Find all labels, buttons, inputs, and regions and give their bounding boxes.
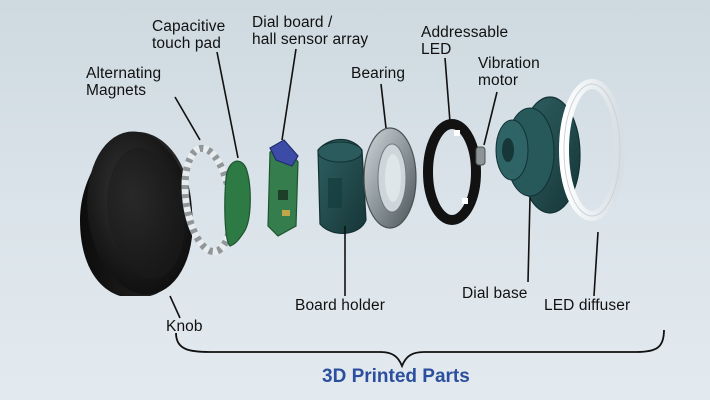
label-line: Dial board / [252, 14, 333, 31]
label-line: hall sensor array [252, 31, 369, 48]
label-line: Capacitive [152, 18, 226, 35]
label-line: touch pad [152, 35, 221, 52]
label-dial-board: Dial board / hall sensor array [252, 14, 368, 48]
label-led-diffuser: LED diffuser [544, 297, 631, 314]
label-alternating-magnets: Alternating Magnets [86, 65, 161, 99]
label-dial-base: Dial base [462, 285, 528, 302]
label-addressable-led: Addressable LED [421, 24, 508, 58]
label-knob: Knob [166, 318, 203, 335]
label-line: motor [478, 72, 519, 89]
board-holder-part [317, 138, 367, 234]
led-ring-part [423, 119, 481, 225]
label-line: Addressable [421, 24, 509, 41]
touch-pad-part [224, 160, 251, 247]
label-bearing: Bearing [351, 65, 406, 82]
label-line: Vibration [478, 55, 540, 72]
group-label-3d-printed-parts: 3D Printed Parts [322, 366, 470, 387]
label-line: Alternating [86, 65, 162, 82]
vibration-motor-part [475, 146, 486, 166]
label-capacitive-touch-pad: Capacitive touch pad [152, 18, 225, 52]
leader-lines [169, 48, 599, 319]
group-bracket [175, 329, 665, 369]
knob-part [80, 131, 193, 296]
label-line: Magnets [86, 82, 147, 99]
bearing-part [363, 127, 417, 229]
label-line: LED [421, 41, 452, 58]
led-diffuser-part [559, 79, 625, 221]
label-board-holder: Board holder [295, 297, 385, 314]
label-vibration-motor: Vibration motor [478, 55, 540, 89]
dial-board-part [267, 139, 299, 237]
